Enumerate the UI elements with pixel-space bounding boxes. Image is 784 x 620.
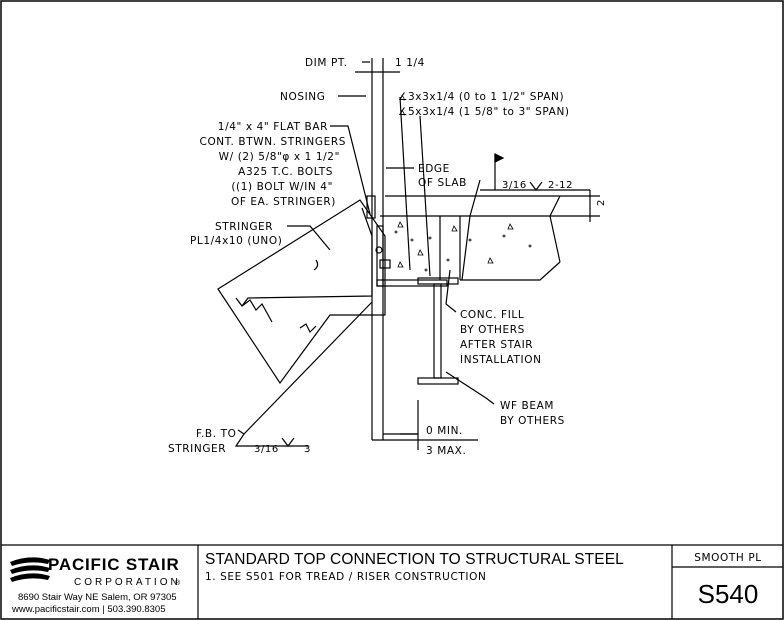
sheet-number: S540 [698, 579, 759, 609]
company-address: 8690 Stair Way NE Salem, OR 97305 [18, 592, 177, 603]
label-flat-bar-3: W/ (2) 5/8"φ x 1 1/2" [219, 151, 340, 163]
label-conc-fill-3: AFTER STAIR [460, 339, 533, 351]
label-stringer-2: PL1/4x10 (UNO) [190, 235, 282, 247]
label-dim-pt: DIM PT. [305, 57, 348, 69]
weld-symbol-slab [529, 181, 543, 191]
stringer-plate [217, 199, 386, 385]
label-fb-to-2: STRINGER [168, 443, 226, 455]
label-flat-bar-1: 1/4" x 4" FLAT BAR [218, 121, 328, 133]
label-min-dim: 0 MIN. [426, 425, 463, 437]
label-flat-bar-6: OF EA. STRINGER) [231, 196, 336, 208]
weld-flag [494, 153, 505, 163]
label-wf-beam-2: BY OTHERS [500, 415, 565, 427]
title-block [1, 544, 783, 619]
leader-angle [399, 96, 411, 271]
flat-bar [366, 195, 376, 219]
angle-vertical [376, 225, 384, 287]
logo-mark [10, 557, 50, 582]
stringer-break-1 [235, 297, 273, 323]
leader-angle-2 [419, 115, 431, 277]
company-corporation: CORPORATION [74, 577, 181, 588]
label-flat-bar-4: A325 T.C. BOLTS [238, 166, 333, 178]
registered-mark: ® [175, 579, 181, 587]
bolt-head [375, 246, 383, 254]
leader-stringer [287, 225, 331, 251]
label-wf-beam-1: WF BEAM [500, 400, 554, 412]
wf-bottom-flange [417, 377, 459, 385]
leader-fb-2 [243, 301, 373, 435]
wf-top-flange [417, 277, 459, 285]
wf-web [433, 283, 442, 379]
label-weld-fb-size: 3/16 [254, 444, 279, 455]
label-conc-fill-2: BY OTHERS [460, 324, 525, 336]
label-angle-2: ∡5x3x1/4 (1 5/8" to 3" SPAN) [398, 106, 570, 118]
label-max-dim: 3 MAX. [426, 445, 466, 457]
detail-drawing [217, 58, 600, 450]
label-nosing: NOSING [280, 91, 325, 103]
finish-label: SMOOTH PL [694, 552, 761, 564]
drawing-title: STANDARD TOP CONNECTION TO STRUCTURAL ST… [205, 551, 624, 568]
label-conc-fill-1: CONC. FILL [460, 309, 524, 321]
label-weld-fb-length: 3 [304, 444, 311, 455]
leader-weld-slab [461, 179, 481, 281]
label-angle-1: ∡3x3x1/4 (0 to 1 1/2" SPAN) [398, 91, 564, 103]
weld-symbol-fb [281, 437, 295, 447]
concrete-hatch [394, 221, 532, 272]
label-edge-slab-1: EDGE [418, 163, 450, 175]
stringer-break-2 [299, 323, 317, 334]
slab-bottom [460, 261, 561, 281]
leader-fb [234, 429, 308, 447]
label-flat-bar-5: ((1) BOLT W/IN 4" [231, 181, 333, 193]
slab-edge [549, 195, 561, 263]
company-web-phone: www.pacificstair.com | 503.390.8305 [11, 604, 166, 615]
leader-flat-bar [330, 125, 371, 215]
label-edge-slab-2: OF SLAB [418, 177, 467, 189]
label-fb-to-1: F.B. TO [196, 428, 236, 440]
label-slab-dim: 2 [596, 199, 607, 206]
leader-conc-fill [445, 269, 457, 313]
label-stringer-1: STRINGER [215, 221, 273, 233]
company-name: PACIFIC STAIR [48, 555, 180, 574]
company-logo [10, 557, 50, 582]
label-dim-1-1-4: 1 1/4 [395, 57, 425, 69]
angle-horizontal [376, 279, 448, 287]
leader-wf-beam [445, 371, 495, 405]
label-conc-fill-4: INSTALLATION [460, 354, 542, 366]
drawing-note: 1. SEE S501 FOR TREAD / RISER CONSTRUCTI… [205, 571, 486, 583]
stringer-squiggle [313, 259, 319, 271]
bolt-nut [379, 259, 391, 269]
detail-labels: DIM PT. 1 1/4 NOSING ∡3x3x1/4 (0 to 1 1/… [168, 57, 607, 457]
label-weld-slab-length: 2-12 [548, 180, 573, 191]
label-flat-bar-2: CONT. BTWN. STRINGERS [200, 136, 346, 148]
label-weld-slab-size: 3/16 [502, 180, 527, 191]
